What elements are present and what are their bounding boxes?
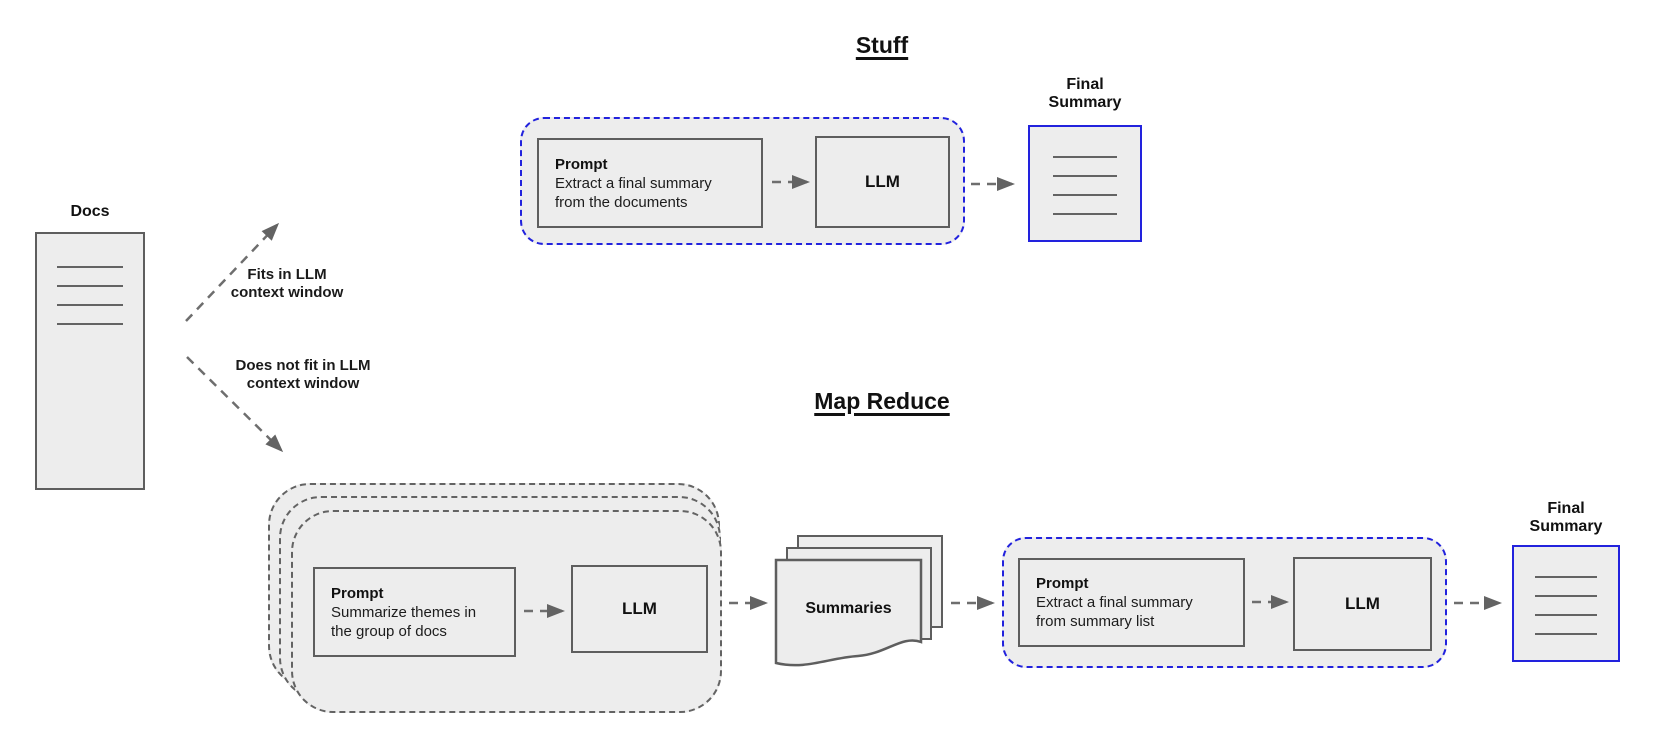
branch-fits-line2: context window <box>230 284 344 301</box>
final-summary-text-lines <box>1030 127 1140 215</box>
summaries-document-shape <box>774 558 923 667</box>
map-final-label-line2: Summary <box>1529 518 1603 535</box>
reduce-prompt-heading: Prompt <box>1036 575 1089 592</box>
map-final-summary-label: Final Summary <box>1512 500 1620 536</box>
branch-fits-line1: Fits in LLM <box>247 266 327 283</box>
map-prompt-body: Summarize themes in the group of docs <box>331 603 477 640</box>
doc-line <box>1053 156 1117 158</box>
doc-line <box>1053 175 1117 177</box>
doc-line <box>1535 576 1597 578</box>
map-reduce-title: Map Reduce <box>814 388 950 414</box>
reduce-prompt-box: Prompt Extract a final summary from summ… <box>1018 558 1245 647</box>
stuff-final-label-line1: Final <box>1066 76 1104 93</box>
final-summary-text-lines <box>1514 547 1618 635</box>
docs-label: Docs <box>70 203 110 220</box>
summaries-label: Summaries <box>805 600 892 617</box>
docs-box <box>35 232 145 490</box>
branch-label-not-fit: Does not fit in LLM context window <box>213 357 393 393</box>
map-final-label-line1: Final <box>1547 500 1585 517</box>
doc-line <box>1053 213 1117 215</box>
stuff-prompt-heading: Prompt <box>555 155 608 173</box>
summaries-document-outline <box>774 558 923 667</box>
stuff-prompt-box: Prompt Extract a final summary from the … <box>537 138 763 228</box>
stuff-final-summary-box <box>1028 125 1142 242</box>
reduce-prompt-body: Extract a final summary from summary lis… <box>1036 594 1193 630</box>
branch-label-fits: Fits in LLM context window <box>212 266 362 302</box>
stuff-llm-box: LLM <box>815 136 950 228</box>
docs-text-lines <box>37 234 143 325</box>
branch-not-fit-line2: context window <box>246 375 360 392</box>
stuff-title: Stuff <box>855 32 909 58</box>
doc-line <box>1535 614 1597 616</box>
map-llm-box: LLM <box>571 565 708 653</box>
doc-line <box>1535 633 1597 635</box>
stuff-final-summary-label: Final Summary <box>1028 76 1142 112</box>
stuff-final-label-line2: Summary <box>1048 94 1122 111</box>
doc-line <box>57 323 123 325</box>
branch-not-fit-line1: Does not fit in LLM <box>235 357 371 374</box>
map-final-summary-box <box>1512 545 1620 662</box>
map-prompt-heading: Prompt <box>331 584 384 602</box>
map-prompt-box: Prompt Summarize themes in the group of … <box>313 567 516 657</box>
doc-line <box>57 304 123 306</box>
doc-line <box>1535 595 1597 597</box>
doc-line <box>57 266 123 268</box>
stuff-prompt-body: Extract a final summary from the documen… <box>555 174 712 211</box>
doc-line <box>1053 194 1117 196</box>
reduce-llm-box: LLM <box>1293 557 1432 651</box>
doc-line <box>57 285 123 287</box>
